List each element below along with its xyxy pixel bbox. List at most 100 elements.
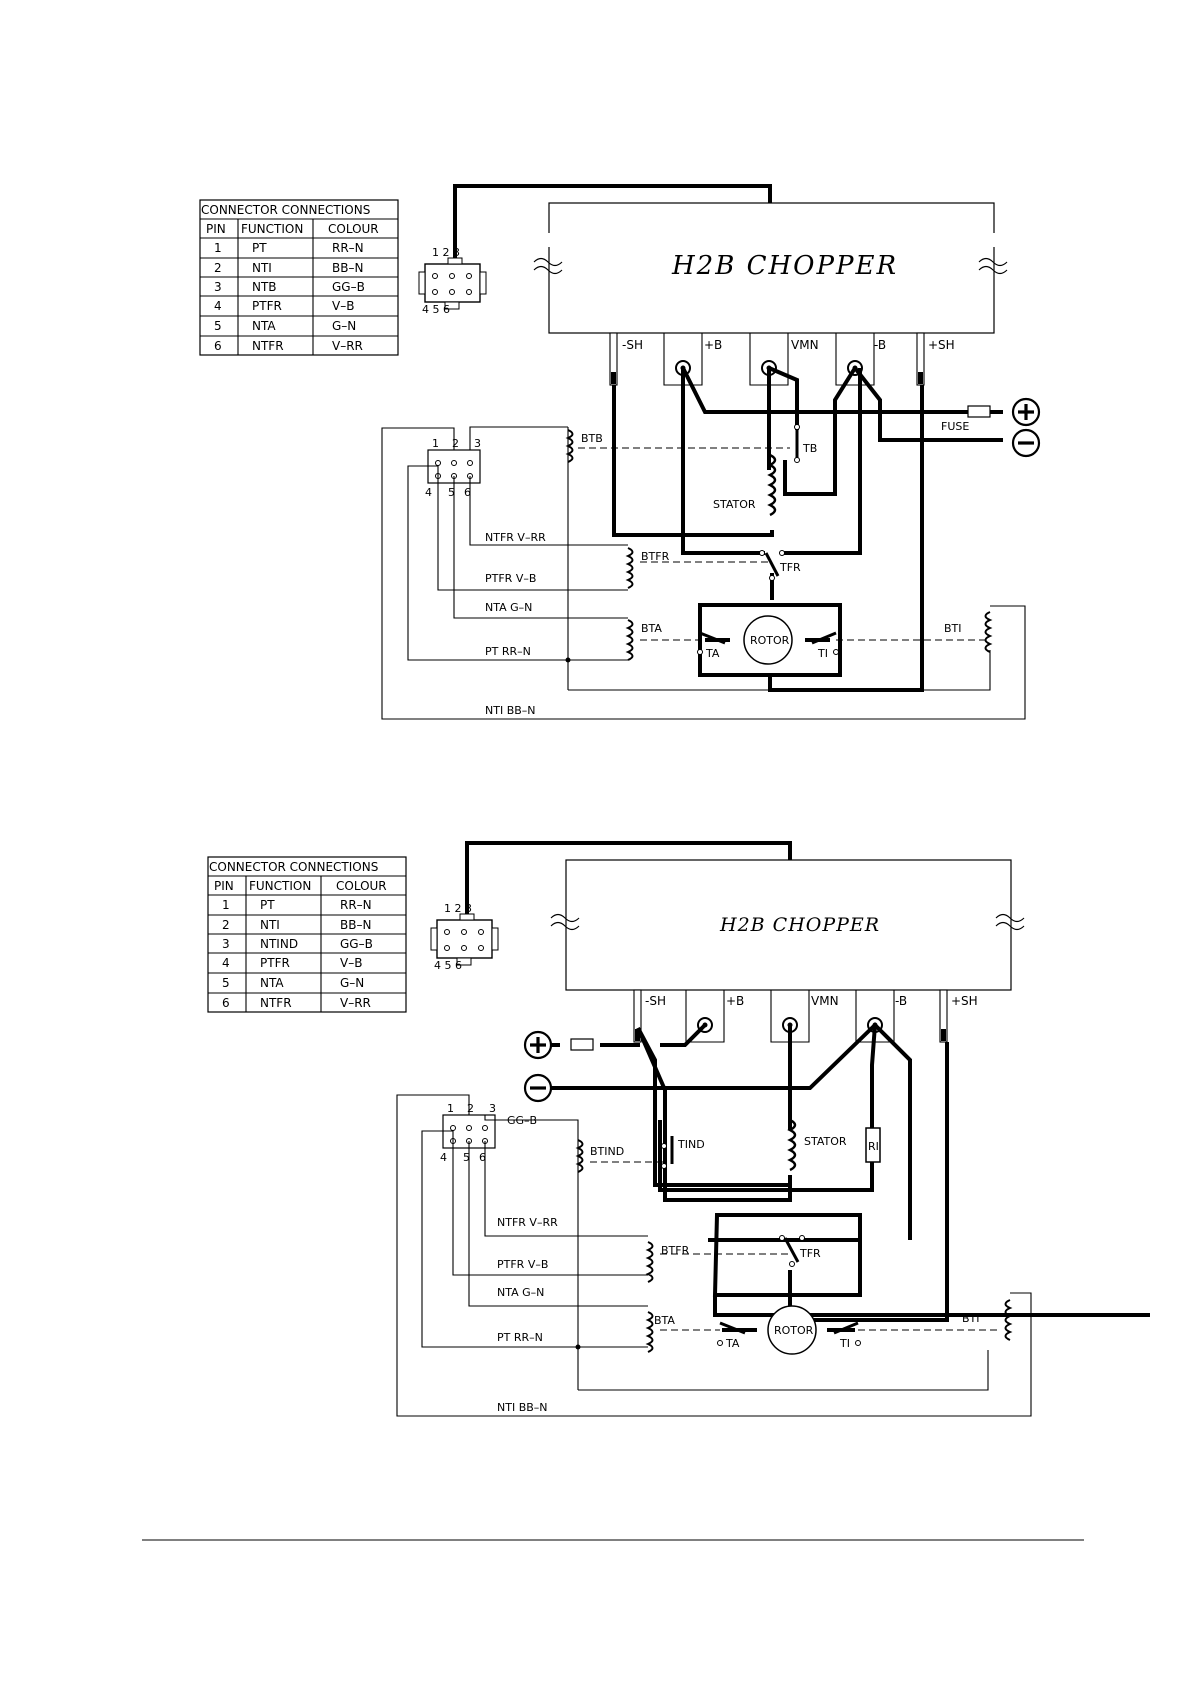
chopper-title: H2B CHOPPER bbox=[719, 914, 880, 936]
wire-label: NTA G–N bbox=[497, 1286, 544, 1299]
pin-numbers: 1 2 3 bbox=[444, 902, 472, 915]
rotor-icon bbox=[743, 615, 793, 665]
btfr-label: BTFR bbox=[661, 1244, 690, 1257]
terminal-label: VMN bbox=[811, 994, 839, 1008]
table-cell: GG–B bbox=[340, 937, 373, 951]
table-cell: NTB bbox=[252, 280, 277, 294]
wire-label: PT RR–N bbox=[485, 645, 531, 658]
wire-label: NTI BB–N bbox=[497, 1401, 548, 1414]
fuse-icon bbox=[570, 1038, 594, 1051]
table-cell: 2 bbox=[214, 261, 222, 275]
battery-1: FUSE bbox=[941, 397, 1041, 458]
pin-label: 3 bbox=[489, 1102, 496, 1115]
table-cell: PT bbox=[252, 241, 267, 255]
table-cell: V–RR bbox=[340, 996, 371, 1010]
table-cell: NTIND bbox=[260, 937, 298, 951]
wire-label: PTFR V–B bbox=[497, 1258, 548, 1271]
table-cell: 2 bbox=[222, 918, 230, 932]
pin-label: 1 bbox=[432, 437, 439, 450]
bta-label: BTA bbox=[641, 622, 662, 635]
control-wiring-1: 1 2 3 4 5 6 BTB BTFR BTA bbox=[381, 426, 1026, 720]
control-wiring-2: 1 2 3 4 5 6 GG–B BTIND BTFR BTA bbox=[396, 1094, 1032, 1417]
wire-label: NTA G–N bbox=[485, 601, 532, 614]
table-cell: PTFR bbox=[252, 299, 282, 313]
ta-label: TA bbox=[705, 647, 720, 660]
table-cell: RR–N bbox=[332, 241, 364, 255]
table-cell: 4 bbox=[222, 956, 230, 970]
bti-label: BTI bbox=[962, 1312, 980, 1325]
stator-label: STATOR bbox=[713, 498, 756, 511]
terminal-label: -B bbox=[895, 994, 907, 1008]
rotor-2: ROTOR TA TI bbox=[717, 1305, 861, 1355]
rotor-label: ROTOR bbox=[750, 634, 790, 647]
tind-label: TIND bbox=[677, 1138, 705, 1151]
coil-icon bbox=[625, 619, 634, 661]
ti-label: TI bbox=[839, 1337, 850, 1350]
table-heading: CONNECTOR CONNECTIONS bbox=[201, 203, 370, 217]
table-cell: 5 bbox=[214, 319, 222, 333]
table-cell: GG–B bbox=[332, 280, 365, 294]
ggb-label: GG–B bbox=[507, 1114, 537, 1127]
col-pin: PIN bbox=[206, 222, 226, 236]
stator-label: STATOR bbox=[804, 1135, 847, 1148]
connector-icon: 1 2 3 4 5 6 bbox=[430, 902, 499, 972]
terminal-label: VMN bbox=[791, 338, 819, 352]
table-cell: V–B bbox=[340, 956, 362, 970]
col-colour: COLOUR bbox=[328, 222, 379, 236]
coil-icon bbox=[645, 1311, 654, 1353]
ta-label: TA bbox=[725, 1337, 740, 1350]
chopper-title: H2B CHOPPER bbox=[671, 251, 898, 281]
table-cell: V–RR bbox=[332, 339, 363, 353]
tfr-label: TFR bbox=[779, 561, 801, 574]
pin-label: 5 bbox=[448, 486, 455, 499]
fuse-icon bbox=[967, 405, 991, 418]
tfr-contact-1: TFR bbox=[759, 550, 801, 581]
chopper-box-1: H2B CHOPPER bbox=[533, 202, 1008, 334]
terminal-label: +SH bbox=[928, 338, 955, 352]
rotor-label: ROTOR bbox=[774, 1324, 814, 1337]
table-cell: 5 bbox=[222, 976, 230, 990]
table-cell: NTFR bbox=[260, 996, 292, 1010]
tfr-contact-2: TFR bbox=[779, 1235, 821, 1267]
rotor-1: ROTOR TA TI bbox=[697, 615, 839, 665]
table-cell: 1 bbox=[222, 898, 230, 912]
table-cell: 4 bbox=[214, 299, 222, 313]
coil-icon bbox=[645, 1241, 654, 1283]
battery-2 bbox=[523, 1030, 594, 1103]
terminal-label: -SH bbox=[622, 338, 643, 352]
bti-label: BTI bbox=[944, 622, 962, 635]
diagram-2: CONNECTOR CONNECTIONS PIN FUNCTION COLOU… bbox=[207, 841, 1150, 1417]
table-cell: NTFR bbox=[252, 339, 284, 353]
table-cell: 3 bbox=[222, 937, 230, 951]
table-cell: BB–N bbox=[340, 918, 371, 932]
table-cell: NTA bbox=[252, 319, 276, 333]
table-cell: V–B bbox=[332, 299, 354, 313]
coil-icon bbox=[767, 453, 777, 517]
table-cell: NTI bbox=[260, 918, 280, 932]
table-cell: 3 bbox=[214, 280, 222, 294]
wire-label: PT RR–N bbox=[497, 1331, 543, 1344]
tfr-label: TFR bbox=[799, 1247, 821, 1260]
ti-label: TI bbox=[817, 647, 828, 660]
chopper-box-2: H2B CHOPPER bbox=[550, 859, 1025, 991]
pin-numbers: 4 5 6 bbox=[422, 303, 450, 316]
pin-label: 5 bbox=[463, 1151, 470, 1164]
pin-label: 4 bbox=[425, 486, 432, 499]
terminal-label: +B bbox=[704, 338, 722, 352]
terminal-label: +B bbox=[726, 994, 744, 1008]
table-cell: 6 bbox=[214, 339, 222, 353]
coil-icon bbox=[565, 429, 574, 463]
btb-label: BTB bbox=[581, 432, 603, 445]
table-cell: NTA bbox=[260, 976, 284, 990]
stator-coil-2: STATOR RI TIND bbox=[661, 1118, 881, 1172]
ri-label: RI bbox=[868, 1140, 879, 1153]
pin-label: 1 bbox=[447, 1102, 454, 1115]
pin-label: 3 bbox=[474, 437, 481, 450]
wire-label: NTI BB–N bbox=[485, 704, 536, 717]
table-cell: RR–N bbox=[340, 898, 372, 912]
table-cell: 1 bbox=[214, 241, 222, 255]
pin-numbers: 1 2 3 bbox=[432, 246, 460, 259]
wire-label: PTFR V–B bbox=[485, 572, 536, 585]
terminals-2: -SH +B VMN -B +SH bbox=[633, 989, 978, 1043]
